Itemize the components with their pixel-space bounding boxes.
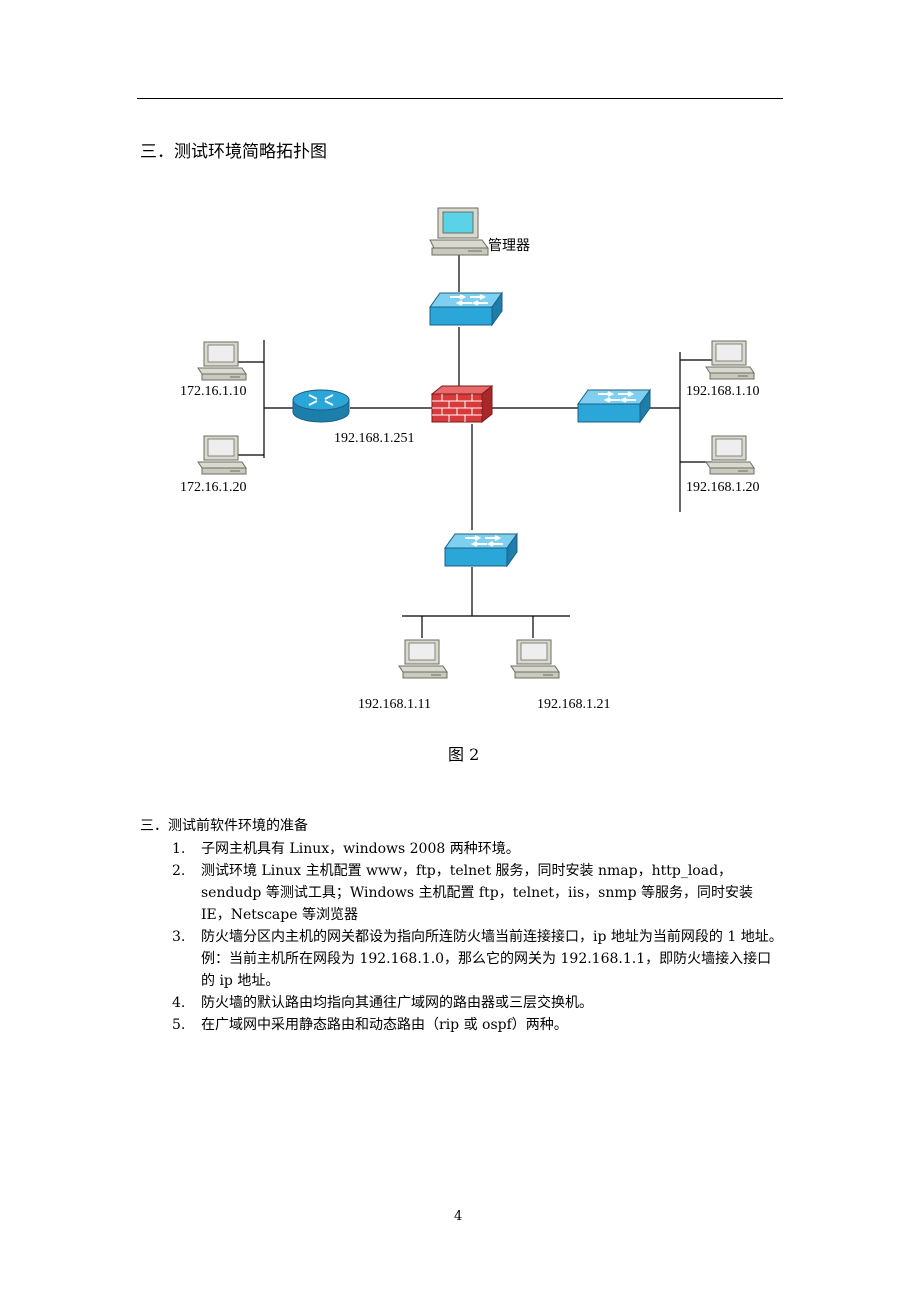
section-heading-topology: 三．测试环境简略拓扑图 [140,142,327,162]
bottom-host-1-pc-icon [398,639,448,679]
network-links [236,253,712,638]
router-ip-label: 192.168.1.251 [334,431,415,446]
preparation-list: 1.子网主机具有 Linux，windows 2008 两种环境。 2.测试环境… [172,838,784,1036]
list-item: 2.测试环境 Linux 主机配置 www，ftp，telnet 服务，同时安装… [172,863,754,923]
bottom-switch-icon [444,533,518,567]
list-item-text: 在广域网中采用静态路由和动态路由（rip 或 ospf）两种。 [201,1017,568,1033]
header-rule [137,98,783,99]
bottom-host-1-ip: 192.168.1.11 [358,697,431,712]
right-host-1-pc-icon [705,340,755,380]
left-host-2-ip: 172.16.1.20 [180,480,247,495]
figure-caption: 图 2 [448,745,480,764]
list-item: 4.防火墙的默认路由均指向其通往广域网的路由器或三层交换机。 [172,995,593,1011]
list-item-text: 防火墙的默认路由均指向其通往广域网的路由器或三层交换机。 [201,995,593,1011]
list-item-text: 防火墙分区内主机的网关都设为指向所连防火墙当前连接接口，ip 地址为当前网段的 … [201,929,783,989]
list-item-text: 子网主机具有 Linux，windows 2008 两种环境。 [201,841,520,857]
list-item: 5.在广域网中采用静态路由和动态路由（rip 或 ospf）两种。 [172,1017,568,1033]
right-host-1-ip: 192.168.1.10 [686,384,760,399]
network-topology-diagram: 管理器 172.16.1.10 172.16.1.20 192.168 [180,207,760,712]
list-item: 3.防火墙分区内主机的网关都设为指向所连防火墙当前连接接口，ip 地址为当前网段… [172,929,783,989]
list-item-text: 测试环境 Linux 主机配置 www，ftp，telnet 服务，同时安装 n… [201,863,754,923]
manager-pc-icon [429,207,489,256]
right-switch-icon [577,389,651,423]
bottom-host-2-ip: 192.168.1.21 [537,697,611,712]
manager-label: 管理器 [488,238,530,254]
bottom-host-2-pc-icon [510,639,560,679]
list-item: 1.子网主机具有 Linux，windows 2008 两种环境。 [172,841,520,857]
top-switch-icon [429,292,503,326]
left-host-1-ip: 172.16.1.10 [180,384,247,399]
page-number: 4 [454,1209,463,1224]
right-host-2-ip: 192.168.1.20 [686,480,760,495]
router-icon [292,389,350,423]
firewall-icon [430,384,494,424]
right-host-2-pc-icon [705,435,755,475]
left-host-1-pc-icon [197,341,247,381]
section-heading-software-prep: 三．测试前软件环境的准备 [140,818,308,834]
